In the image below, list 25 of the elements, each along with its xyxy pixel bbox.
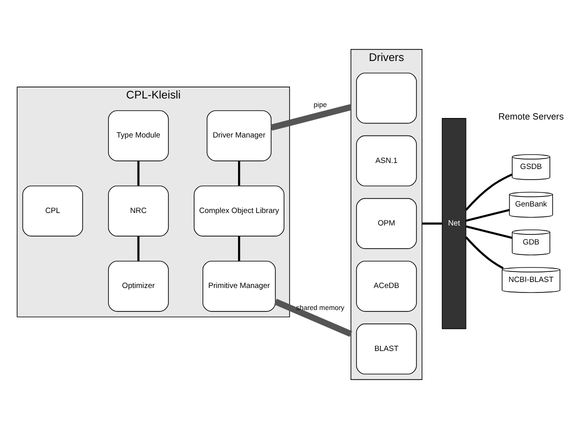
node-box: Type Module [108, 110, 169, 162]
connector [466, 225, 512, 239]
connector [137, 160, 140, 186]
node-box: Driver Manager [206, 110, 272, 162]
node-box: Primitive Manager [202, 260, 276, 312]
connector [466, 208, 510, 222]
connector [238, 160, 240, 186]
connector [274, 298, 352, 337]
node-box: Optimizer [108, 260, 169, 312]
node-box: OPM [356, 198, 417, 249]
node-box: CPL [22, 186, 83, 236]
connector [137, 236, 140, 261]
node-box: NRC [108, 186, 169, 236]
connector [465, 236, 504, 270]
connector [270, 104, 352, 131]
node-box: Net [442, 118, 466, 330]
connector [465, 173, 513, 211]
connector [238, 236, 240, 261]
node-box: BLAST [356, 324, 417, 374]
node-box: Complex Object Library [194, 186, 284, 236]
label: Remote Servers [498, 111, 564, 122]
node-box: ACeDB [356, 260, 417, 312]
connector [422, 222, 442, 225]
node-box: ASN.1 [356, 135, 417, 186]
node-box [356, 72, 417, 124]
